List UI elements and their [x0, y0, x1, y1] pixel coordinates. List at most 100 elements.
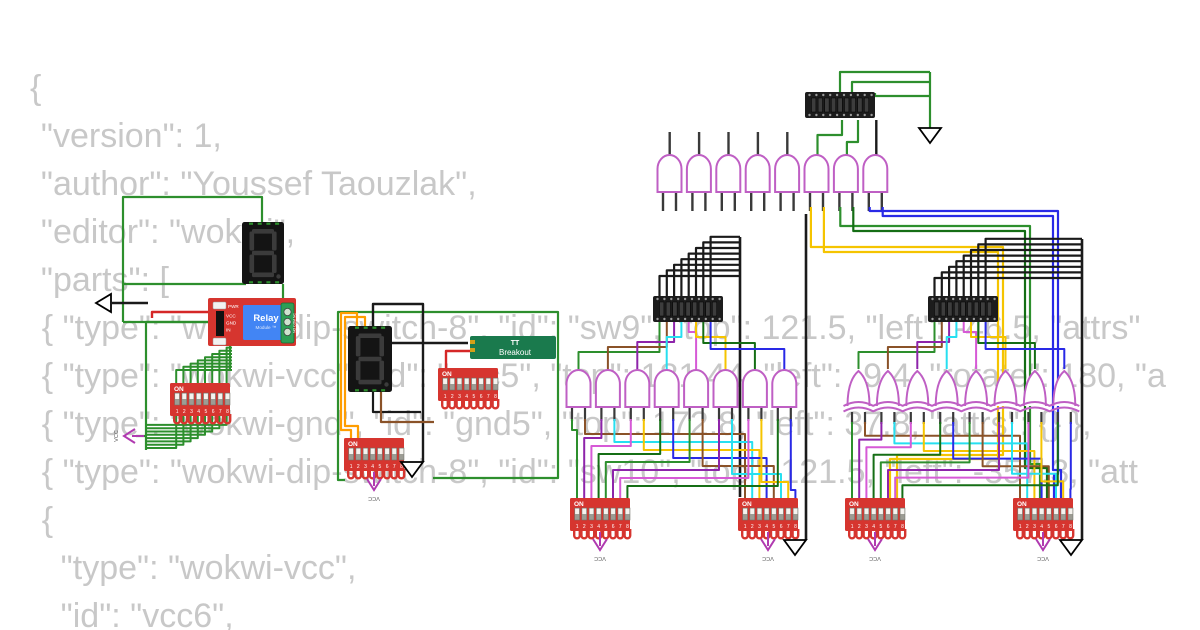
dip-slider[interactable]	[1039, 508, 1044, 515]
and-gate[interactable]	[741, 369, 768, 408]
ic-chip[interactable]	[928, 296, 998, 322]
and-gate[interactable]	[656, 154, 683, 193]
dip-slider[interactable]	[450, 378, 455, 385]
dip-slider[interactable]	[757, 508, 762, 515]
dip-slider[interactable]	[225, 393, 230, 400]
and-gate[interactable]	[862, 154, 889, 193]
and-gate[interactable]	[683, 369, 710, 408]
tt-breakout[interactable]: TT Breakout	[470, 336, 556, 359]
dip-slider[interactable]	[196, 393, 201, 400]
dip-slider[interactable]	[878, 508, 883, 515]
dip-slider[interactable]	[493, 378, 498, 385]
ic-chip[interactable]	[805, 92, 875, 118]
dip-slider[interactable]	[1025, 508, 1030, 515]
relay-terminal-no[interactable]	[283, 307, 292, 316]
dip-slider[interactable]	[618, 508, 623, 515]
dip-slider[interactable]	[582, 508, 587, 515]
and-gate[interactable]	[803, 154, 830, 193]
dip-slider[interactable]	[603, 508, 608, 515]
dip-slider[interactable]	[1032, 508, 1037, 515]
dip-slider[interactable]	[743, 508, 748, 515]
dip-slider[interactable]	[356, 448, 361, 455]
and-gate[interactable]	[744, 154, 771, 193]
relay-module[interactable]: PWR VCC GND IN Relay Module ™ NO COM NC	[208, 298, 297, 346]
and-gate[interactable]	[715, 154, 742, 193]
dip-slider[interactable]	[175, 393, 180, 400]
dip-slider[interactable]	[349, 448, 354, 455]
dip-slider[interactable]	[182, 393, 187, 400]
xor-gate[interactable]	[1019, 369, 1051, 413]
dip-slider[interactable]	[764, 508, 769, 515]
xor-gate[interactable]	[990, 369, 1021, 413]
dip-slider[interactable]	[1046, 508, 1051, 515]
dip-slider[interactable]	[793, 508, 798, 515]
dip-slider[interactable]	[471, 378, 476, 385]
and-gate[interactable]	[712, 369, 739, 408]
dip-slider[interactable]	[218, 393, 223, 400]
dip-slider[interactable]	[611, 508, 616, 515]
and-gate[interactable]	[774, 154, 801, 193]
relay-pin-header[interactable]	[216, 311, 224, 336]
xor-gate[interactable]	[931, 369, 963, 413]
dip-slider[interactable]	[850, 508, 855, 515]
seven-segment-display[interactable]	[348, 326, 392, 392]
dip-slider[interactable]	[786, 508, 791, 515]
and-gate[interactable]	[832, 154, 859, 193]
dip-slider[interactable]	[596, 508, 601, 515]
and-gate[interactable]	[594, 369, 621, 408]
dip-slider[interactable]	[1054, 508, 1059, 515]
and-gate[interactable]	[624, 369, 651, 408]
dip-slider[interactable]	[457, 378, 462, 385]
dip-slider[interactable]	[385, 448, 390, 455]
dip-slider[interactable]	[370, 448, 375, 455]
relay-terminal-com[interactable]	[283, 317, 292, 326]
dip-slider[interactable]	[871, 508, 876, 515]
dip-slider[interactable]	[1061, 508, 1066, 515]
dip-slider[interactable]	[771, 508, 776, 515]
xor-gate[interactable]	[872, 369, 904, 413]
xor-gate[interactable]	[960, 369, 992, 413]
dip-slider[interactable]	[1018, 508, 1023, 515]
dip-slider[interactable]	[1068, 508, 1073, 515]
dip-slider[interactable]	[203, 393, 208, 400]
dip-slider[interactable]	[363, 448, 368, 455]
dip-slider[interactable]	[893, 508, 898, 515]
dip-slider[interactable]	[900, 508, 905, 515]
dip-slider[interactable]	[443, 378, 448, 385]
dip-slider[interactable]	[392, 448, 397, 455]
xor-gate[interactable]	[1048, 369, 1080, 413]
relay-terminal-nc[interactable]	[283, 327, 292, 336]
dip-slider[interactable]	[589, 508, 594, 515]
ic-chip[interactable]	[653, 296, 723, 322]
dip-slider[interactable]	[779, 508, 784, 515]
dip-slider[interactable]	[625, 508, 630, 515]
tt-pin-2[interactable]	[470, 348, 475, 352]
and-gate[interactable]	[653, 369, 680, 408]
dip-slider[interactable]	[864, 508, 869, 515]
dip-slider[interactable]	[486, 378, 491, 385]
dip-slider[interactable]	[211, 393, 216, 400]
and-gate[interactable]	[771, 369, 798, 408]
tt-pin-1[interactable]	[470, 340, 475, 344]
dip-slider[interactable]	[857, 508, 862, 515]
and-gate[interactable]	[565, 369, 592, 408]
dip-slider[interactable]	[377, 448, 382, 455]
seven-segment-display[interactable]	[242, 222, 284, 284]
xor-gate[interactable]	[901, 369, 933, 413]
dip-slider[interactable]	[750, 508, 755, 515]
dip-slider[interactable]	[464, 378, 469, 385]
dip-slider[interactable]	[575, 508, 580, 515]
dip-slider[interactable]	[479, 378, 484, 385]
xor-gate[interactable]	[843, 369, 874, 413]
dip-slider[interactable]	[399, 448, 404, 455]
dip-slider[interactable]	[886, 508, 891, 515]
and-gate[interactable]	[685, 154, 712, 193]
dip-slider[interactable]	[189, 393, 194, 400]
